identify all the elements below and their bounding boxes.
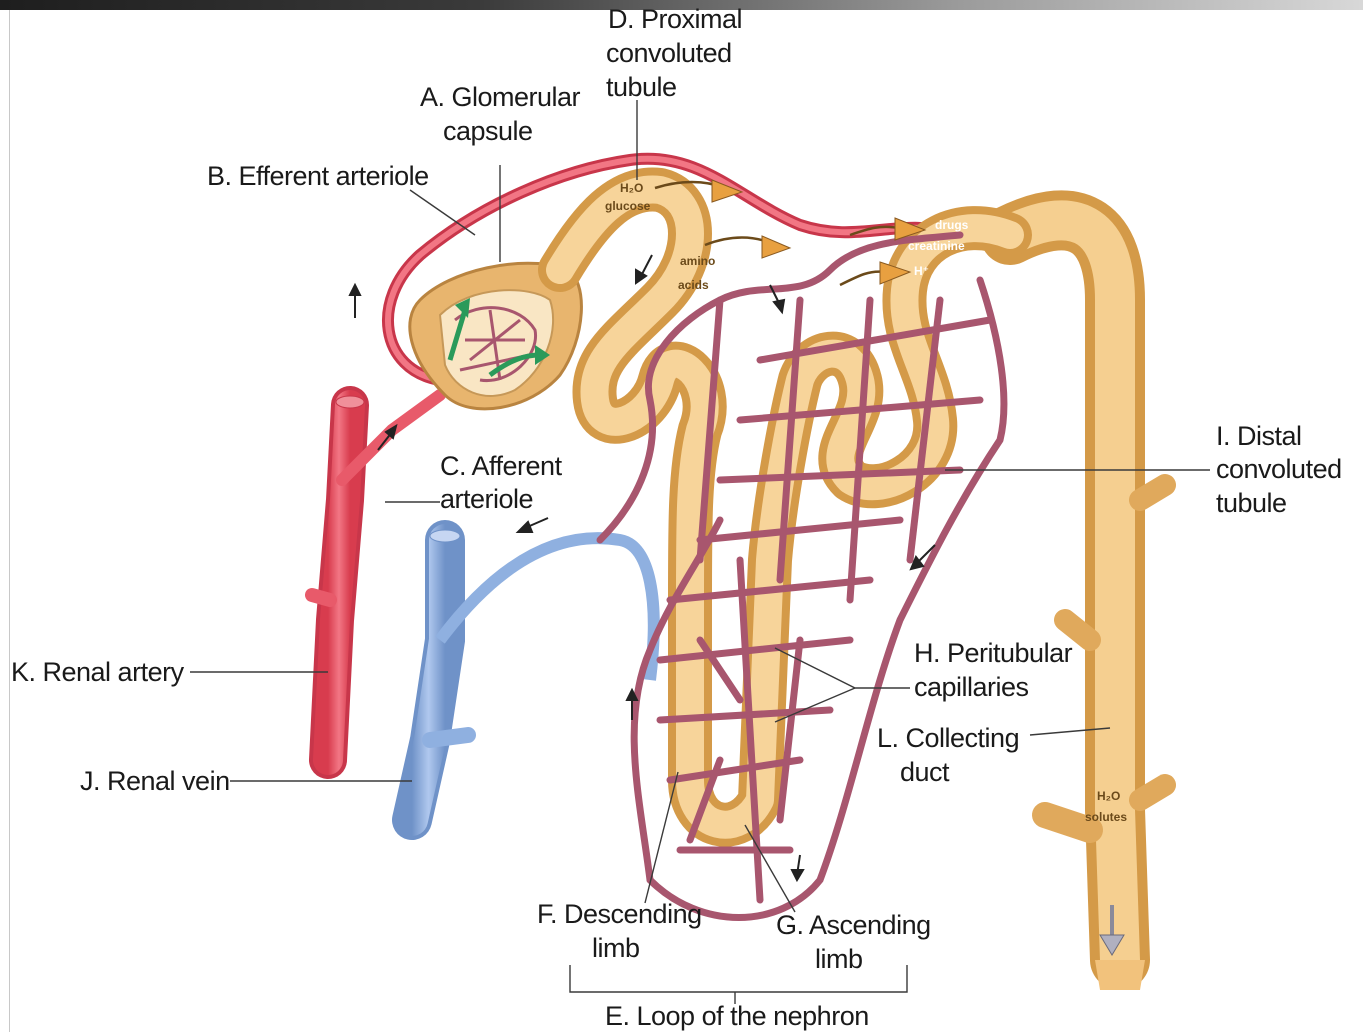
label-peritubular-line1: H. Peritubular: [914, 638, 1073, 668]
label-descending-line1: F. Descending: [537, 899, 702, 929]
label-glomerular-line1: A. Glomerular: [420, 82, 581, 112]
annotation-h-ion: H⁺: [914, 264, 929, 278]
label-proximal-line1: D. Proximal: [608, 4, 742, 34]
label-proximal-line3: tubule: [606, 72, 677, 102]
label-afferent-line1: C. Afferent: [440, 451, 563, 481]
label-loop-of-nephron: E. Loop of the nephron: [605, 1001, 869, 1031]
annotation-amino: amino: [680, 254, 715, 268]
label-peritubular-line2: capillaries: [914, 672, 1029, 702]
label-ascending-line1: G. Ascending: [776, 910, 931, 940]
annotation-h2o-collecting: H₂O: [1097, 789, 1120, 803]
label-afferent-line2: arteriole: [440, 484, 533, 514]
annotation-creatinine: creatinine: [908, 239, 965, 253]
label-renal-artery: K. Renal artery: [11, 657, 185, 687]
label-glomerular-line2: capsule: [443, 116, 533, 146]
annotation-drugs: drugs: [935, 218, 969, 232]
annotation-solutes: solutes: [1085, 810, 1127, 824]
label-distal-line3: tubule: [1216, 488, 1287, 518]
peritubular-capillaries: [600, 235, 1004, 918]
annotation-glucose: glucose: [605, 199, 651, 213]
label-proximal-line2: convoluted: [606, 38, 732, 68]
collecting-duct: [1010, 220, 1165, 990]
label-renal-vein: J. Renal vein: [80, 766, 230, 796]
renal-vein: [412, 530, 654, 820]
label-collecting-line1: L. Collecting: [877, 723, 1019, 753]
annotation-h2o: H₂O: [620, 181, 643, 195]
annotation-acids: acids: [678, 278, 709, 292]
label-distal-line1: I. Distal: [1216, 421, 1302, 451]
label-distal-line2: convoluted: [1216, 454, 1342, 484]
label-ascending-line2: limb: [815, 944, 863, 974]
label-efferent: B. Efferent arteriole: [207, 161, 429, 191]
label-collecting-line2: duct: [900, 757, 950, 787]
label-descending-line2: limb: [592, 933, 640, 963]
